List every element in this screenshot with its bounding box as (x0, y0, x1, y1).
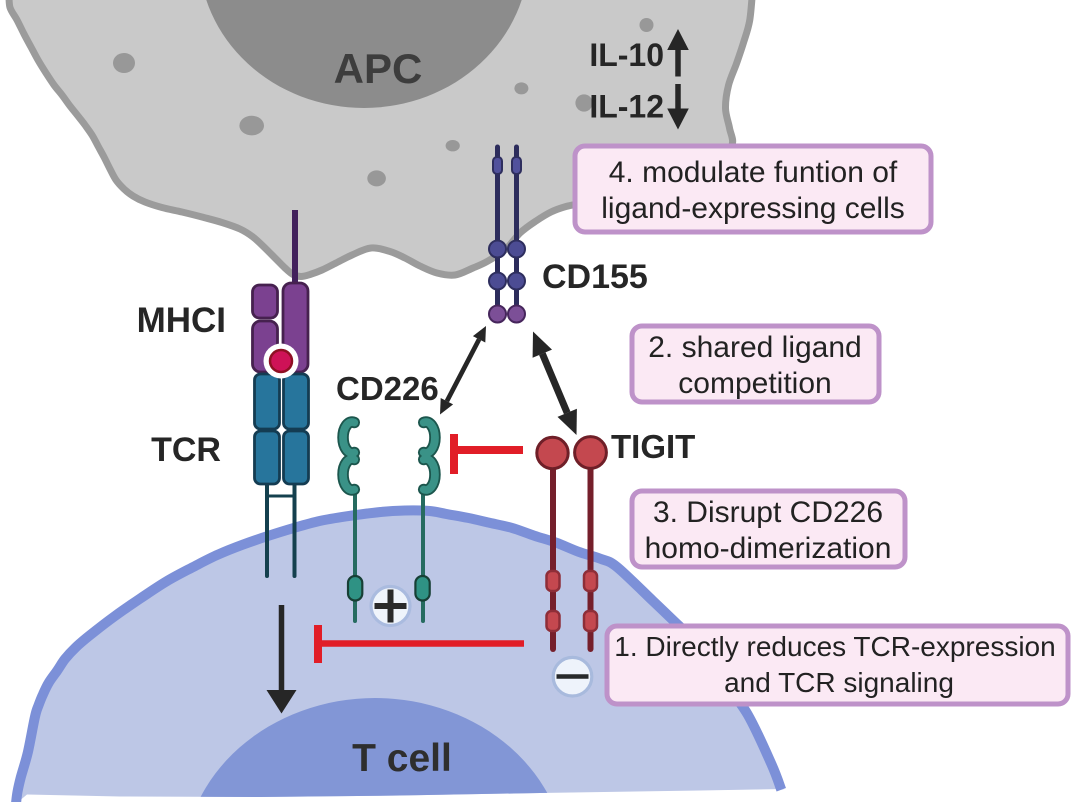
svg-text:MHCI: MHCI (137, 301, 226, 340)
svg-text:CD155: CD155 (542, 258, 648, 296)
svg-text:ligand-expressing cells: ligand-expressing cells (601, 192, 905, 225)
svg-text:2. shared ligand: 2. shared ligand (648, 331, 862, 364)
svg-text:competition: competition (678, 367, 831, 400)
svg-text:T cell: T cell (352, 737, 452, 780)
svg-text:homo-dimerization: homo-dimerization (645, 532, 892, 565)
svg-text:IL-10: IL-10 (589, 37, 664, 73)
svg-text:3. Disrupt CD226: 3. Disrupt CD226 (653, 496, 883, 529)
svg-text:CD226: CD226 (336, 370, 439, 407)
svg-text:4. modulate funtion of: 4. modulate funtion of (609, 156, 898, 189)
svg-text:and TCR signaling: and TCR signaling (724, 667, 954, 698)
svg-text:TCR: TCR (151, 431, 221, 469)
svg-text:APC: APC (334, 45, 423, 92)
svg-text:TIGIT: TIGIT (611, 428, 695, 465)
svg-text:IL-12: IL-12 (589, 89, 664, 125)
svg-text:1. Directly reduces TCR-expres: 1. Directly reduces TCR-expression (614, 631, 1055, 662)
